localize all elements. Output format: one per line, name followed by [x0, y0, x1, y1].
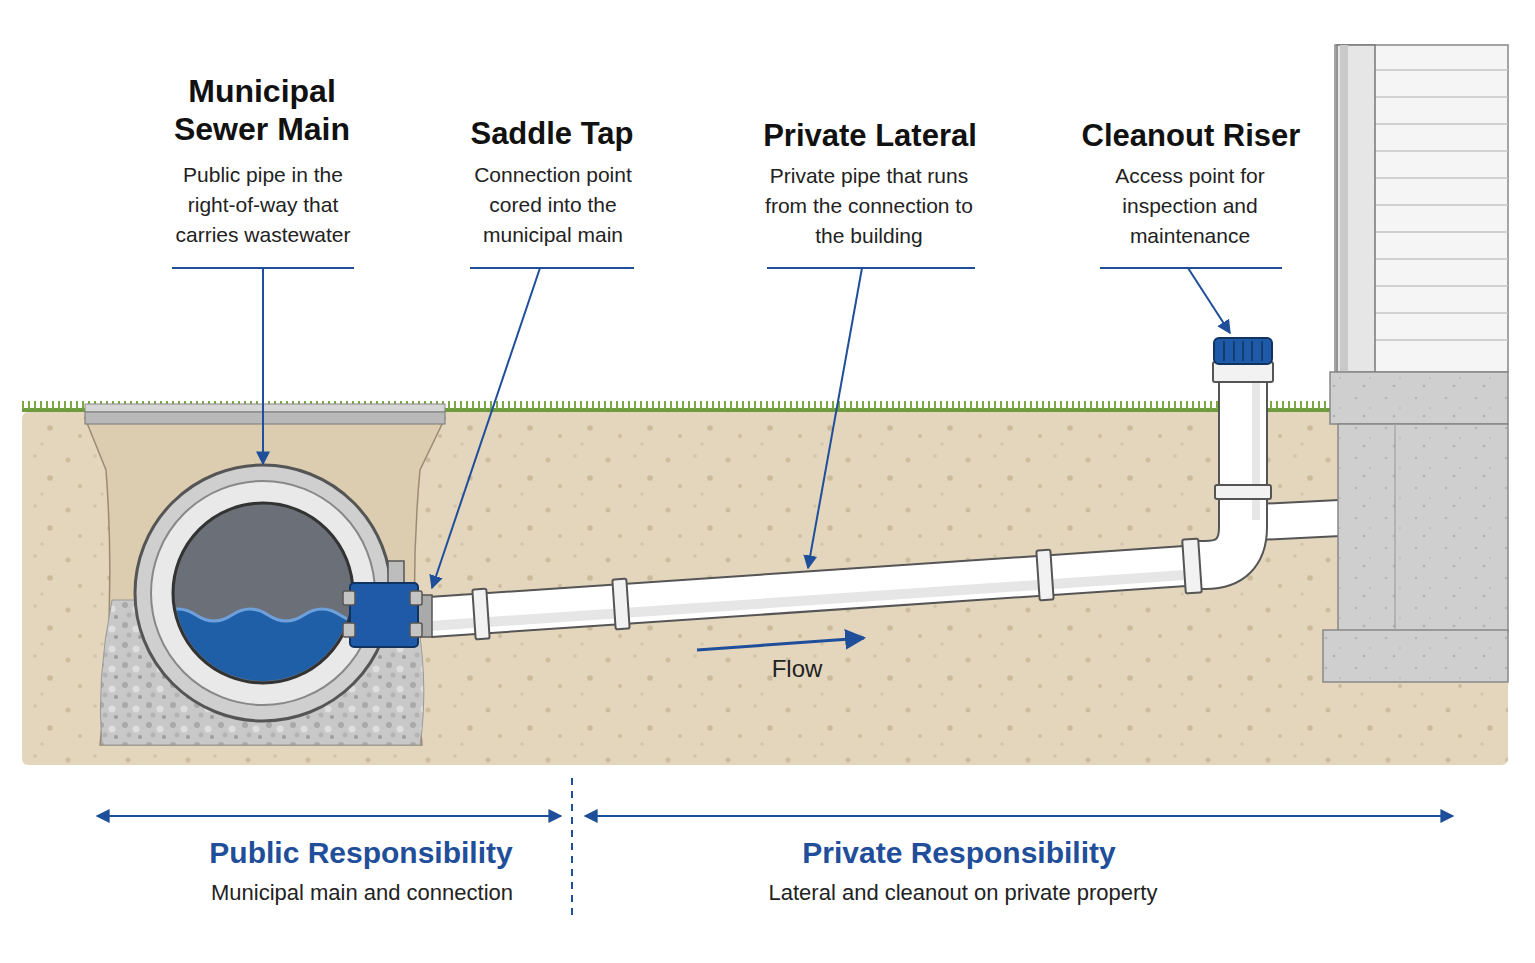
callout-body: Connection point cored into the municipa…	[458, 160, 648, 250]
callout-heading: Private Lateral	[710, 117, 1030, 155]
callout-body: Access point for inspection and maintena…	[1093, 161, 1288, 251]
zone-heading: Private Responsibility	[699, 834, 1219, 872]
zone-heading: Public Responsibility	[131, 834, 591, 872]
zone-note: Municipal main and connection	[132, 878, 592, 908]
callout-body: Public pipe in the right-of-way that car…	[158, 160, 368, 250]
zone-note: Lateral and cleanout on private property	[673, 878, 1253, 908]
callout-heading: Cleanout Riser	[1051, 117, 1331, 155]
callout-heading: Municipal Sewer Main	[152, 72, 372, 148]
flow-label: Flow	[752, 654, 842, 684]
callout-body: Private pipe that runs from the connecti…	[749, 161, 989, 251]
callout-heading: Saddle Tap	[422, 115, 682, 153]
